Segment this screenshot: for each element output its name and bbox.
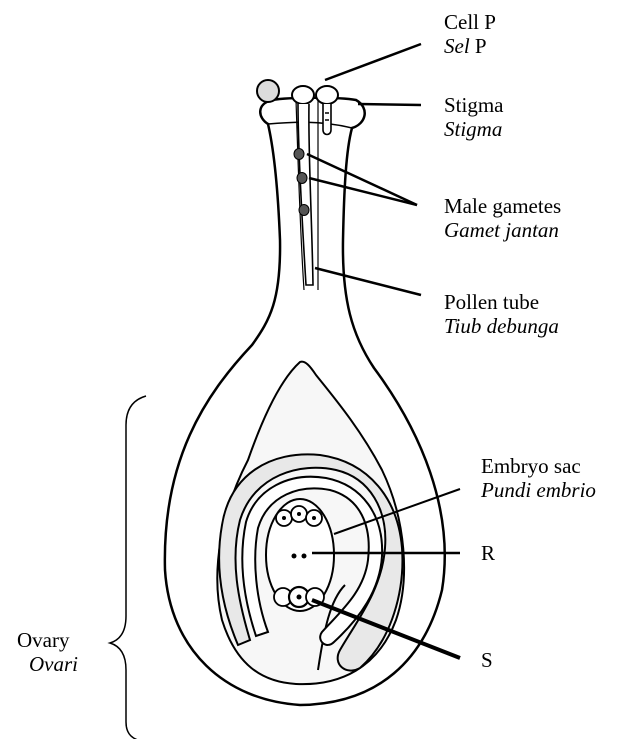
- embryo-sac-label-en: Embryo sac: [481, 454, 596, 478]
- male-gamete: [299, 205, 309, 216]
- cell-p-label-ms: Sel P: [444, 34, 496, 58]
- pollen-tube-label-ms: Tiub debunga: [444, 314, 559, 338]
- pollen-grain: [257, 80, 279, 102]
- antipodal-nucleus: [282, 516, 286, 520]
- r-label: R: [481, 541, 495, 565]
- male-gametes-label-en: Male gametes: [444, 194, 561, 218]
- ovary-label-ms: Ovari: [17, 652, 78, 676]
- cell-p: [316, 86, 338, 104]
- leader-cell-p: [325, 44, 421, 80]
- male-gametes-label: Male gametes Gamet jantan: [444, 194, 561, 242]
- ovary-label-en: Ovary: [17, 628, 78, 652]
- polar-nucleus: [302, 554, 307, 559]
- ovary-label: Ovary Ovari: [17, 628, 78, 676]
- cell-p-label-en: Cell P: [444, 10, 496, 34]
- male-gametes-label-ms: Gamet jantan: [444, 218, 561, 242]
- male-gamete: [294, 149, 304, 160]
- cell-p-label: Cell P Sel P: [444, 10, 496, 58]
- stigma-label: Stigma Stigma: [444, 93, 504, 141]
- antipodal-nucleus: [297, 512, 301, 516]
- polar-nucleus: [292, 554, 297, 559]
- embryo-sac-label-ms: Pundi embrio: [481, 478, 596, 502]
- egg-nucleus: [297, 595, 302, 600]
- embryo-sac-label: Embryo sac Pundi embrio: [481, 454, 596, 502]
- pollen-tube-label: Pollen tube Tiub debunga: [444, 290, 559, 338]
- s-label: S: [481, 648, 493, 672]
- male-gamete: [297, 173, 307, 184]
- stigma-label-en: Stigma: [444, 93, 504, 117]
- ovary-brace: [110, 396, 146, 739]
- pollen-grain-germinated: [292, 86, 314, 104]
- antipodal-nucleus: [312, 516, 316, 520]
- leader-stigma: [358, 104, 421, 105]
- stigma-label-ms: Stigma: [444, 117, 504, 141]
- pollen-tube-label-en: Pollen tube: [444, 290, 559, 314]
